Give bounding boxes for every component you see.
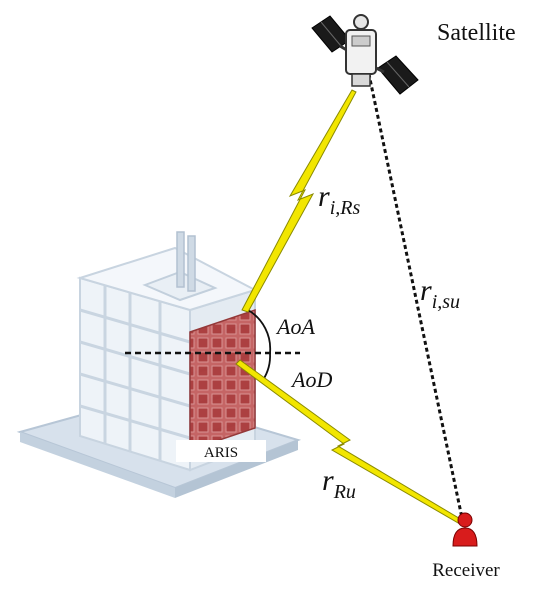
link-satellite-aris <box>241 89 357 313</box>
satellite-icon <box>311 14 419 95</box>
receiver-icon <box>452 512 478 547</box>
r-i-rs-label: ri,Rs <box>318 180 360 219</box>
building-icon <box>16 231 302 498</box>
aoa-arc <box>247 309 272 354</box>
r-i-su-label: ri,su <box>420 274 460 313</box>
satellite-label: Satellite <box>437 20 516 46</box>
r-ru-sub: Ru <box>333 481 356 503</box>
aod-label: AoD <box>290 367 332 392</box>
receiver-label: Receiver <box>432 560 500 581</box>
r-i-rs-sub: i,Rs <box>330 197 361 219</box>
link-satellite-receiver <box>364 59 464 519</box>
r-i-su-base: r <box>420 274 432 307</box>
aoa-label: AoA <box>275 314 315 339</box>
r-ru-base: r <box>322 464 334 497</box>
aris-label-box <box>176 440 266 462</box>
aris-label: ARIS <box>204 445 238 461</box>
r-i-rs-base: r <box>318 180 330 213</box>
r-i-su-sub: i,su <box>432 291 460 313</box>
aod-arc <box>262 352 271 381</box>
aris-panel <box>189 308 256 452</box>
r-ru-label: rRu <box>322 464 356 503</box>
